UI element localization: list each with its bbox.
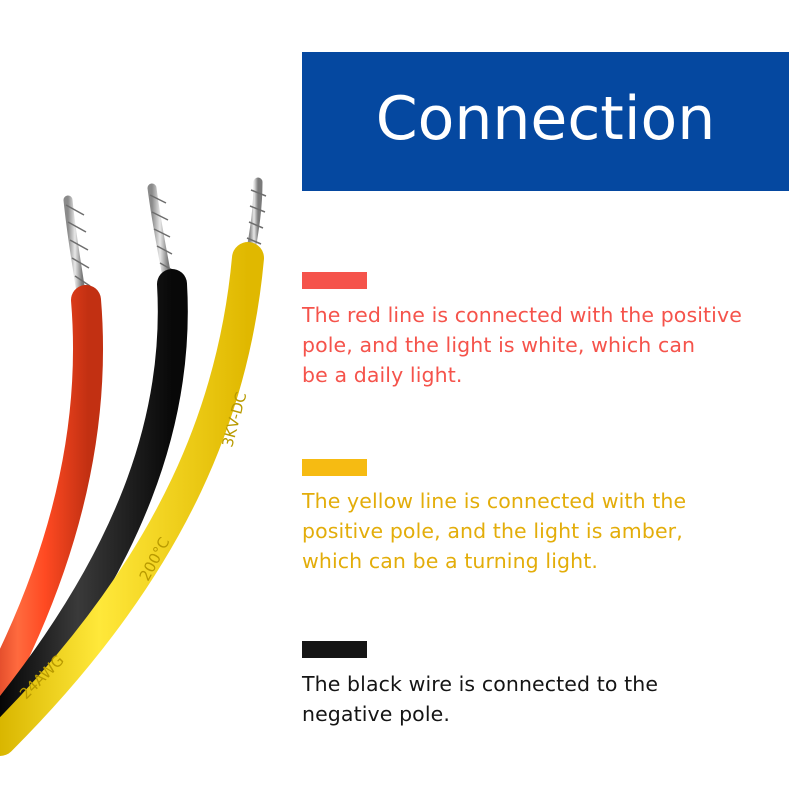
wires-illustration: 3KV-DC 200°C 24AWG xyxy=(0,177,267,756)
red-desc-line: be a daily light. xyxy=(302,363,463,387)
black-wire xyxy=(0,269,188,735)
yellow-wire xyxy=(0,242,264,756)
yellow-color-swatch xyxy=(302,459,367,476)
red-color-swatch xyxy=(302,272,367,289)
black-color-swatch xyxy=(302,641,367,658)
black-desc-line: negative pole. xyxy=(302,702,450,726)
black-wire-strands xyxy=(147,183,175,287)
title-banner: Connection xyxy=(302,52,789,191)
yellow-wire-description: The yellow line is connected with the po… xyxy=(302,486,790,576)
red-wire xyxy=(0,285,104,715)
red-desc-line: The red line is connected with the posit… xyxy=(302,303,742,327)
black-desc-line: The black wire is connected to the xyxy=(302,672,659,696)
yellow-desc-line: positive pole, and the light is amber, xyxy=(302,519,683,543)
red-wire-strands xyxy=(63,195,91,305)
page-title: Connection xyxy=(375,83,716,154)
yellow-desc-line: The yellow line is connected with the xyxy=(302,489,687,513)
yellow-desc-line: which can be a turning light. xyxy=(302,549,598,573)
red-wire-description: The red line is connected with the posit… xyxy=(302,300,790,390)
red-desc-line: pole, and the light is white, which can xyxy=(302,333,696,357)
black-wire-description: The black wire is connected to the negat… xyxy=(302,669,790,729)
